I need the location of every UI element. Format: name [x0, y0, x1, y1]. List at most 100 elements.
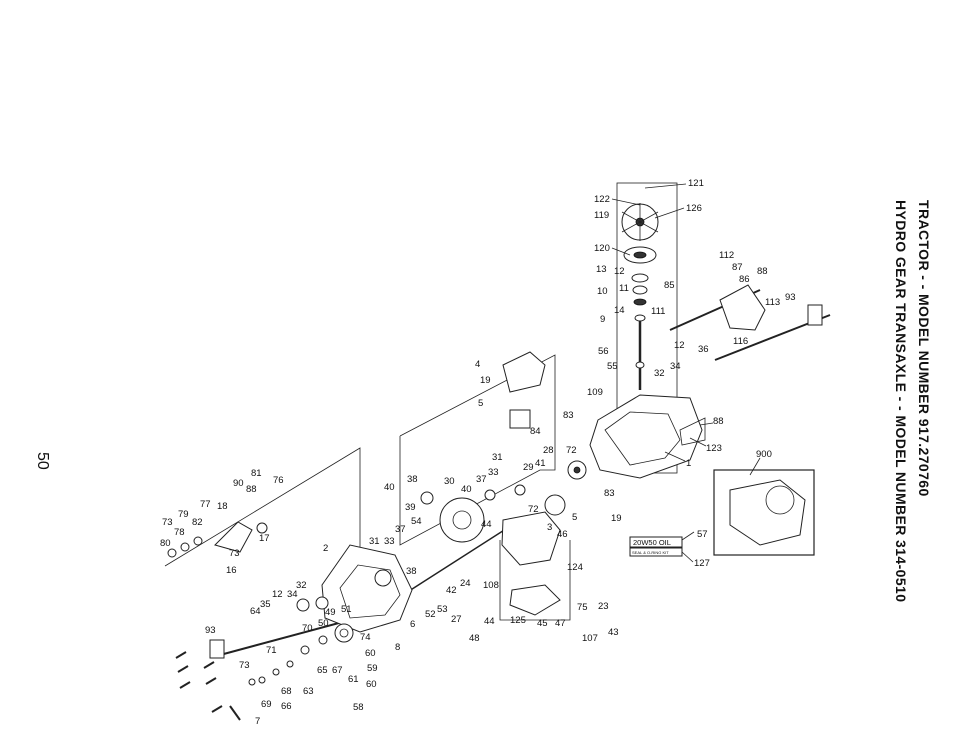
callout: 33 [384, 536, 395, 547]
callout: 16 [226, 565, 237, 576]
brake-arm [214, 521, 253, 553]
callout: 56 [598, 346, 609, 357]
callout: 49 [325, 607, 336, 618]
group-bracket-right [499, 540, 571, 621]
callout: 123 [706, 443, 722, 454]
callout: 6 [410, 619, 415, 630]
callout: 93 [785, 292, 796, 303]
title-line-1: TRACTOR - - MODEL NUMBER 917.270760 [916, 200, 932, 497]
callout: 111 [651, 306, 665, 317]
housing-left [321, 544, 413, 633]
callout: 1 [686, 458, 691, 469]
callout: 30 [444, 476, 455, 487]
callout: 57 [697, 529, 708, 540]
callout: 32 [654, 368, 665, 379]
callout: 108 [483, 580, 499, 591]
cover-plate [719, 284, 766, 331]
callout: 45 [537, 618, 548, 629]
callout: 47 [555, 618, 566, 629]
inset-box-900 [713, 469, 815, 556]
callout: 14 [614, 305, 625, 316]
callout: 29 [523, 462, 534, 473]
callout: 12 [272, 589, 283, 600]
callout: 81 [251, 468, 262, 479]
callout: 77 [200, 499, 211, 510]
callout: 67 [332, 665, 343, 676]
housing-right [589, 394, 703, 479]
callout: 7 [255, 716, 260, 727]
callout: 112 [719, 250, 734, 261]
callout: 13 [596, 264, 607, 275]
callout: 63 [303, 686, 314, 697]
callout: 76 [273, 475, 284, 486]
callout: 5 [478, 398, 483, 409]
callout: 72 [566, 445, 577, 456]
title-line-2: HYDRO GEAR TRANSAXLE - - MODEL NUMBER 31… [893, 200, 909, 603]
callout: 60 [365, 648, 376, 659]
washers-bottom [248, 635, 328, 686]
callout: 73 [162, 517, 173, 528]
callout: 88 [757, 266, 768, 277]
callout: 74 [360, 632, 371, 643]
bolts [175, 639, 241, 721]
callout: 39 [405, 502, 416, 513]
callout: 48 [469, 633, 480, 644]
callout: 19 [480, 375, 491, 386]
callout: 70 [302, 623, 313, 634]
callout: 27 [451, 614, 462, 625]
callout: 10 [597, 286, 608, 297]
callout: 38 [406, 566, 417, 577]
callout: 51 [341, 604, 352, 615]
callout: 93 [205, 625, 216, 636]
callout: 19 [611, 513, 622, 524]
callout: 78 [174, 527, 185, 538]
callout: 65 [317, 665, 328, 676]
callout: 88 [713, 416, 724, 427]
callout: 11 [619, 283, 629, 294]
callout: 121 [688, 178, 704, 189]
callout: 113 [765, 297, 780, 308]
callout: 124 [567, 562, 583, 573]
callout: 126 [686, 203, 702, 214]
callout: 87 [732, 262, 743, 273]
callout: 52 [425, 609, 436, 620]
callout: 43 [608, 627, 619, 638]
callout: 54 [411, 516, 422, 527]
bracket-123 [679, 417, 706, 446]
callout: 82 [192, 517, 203, 528]
callout: 35 [260, 599, 271, 610]
group-bracket-left [164, 447, 361, 567]
cooling-fan [621, 203, 659, 264]
callout: 50 [318, 618, 329, 629]
callout: 40 [461, 484, 472, 495]
block-4 [502, 351, 546, 393]
callout: 17 [259, 533, 270, 544]
callout: 36 [698, 344, 709, 355]
shaft-lower [219, 619, 351, 656]
callout: 12 [614, 266, 625, 277]
callout: 80 [160, 538, 171, 549]
callout: 4 [475, 359, 480, 370]
callout: 53 [437, 604, 448, 615]
callout: 18 [217, 501, 228, 512]
callout: 59 [367, 663, 378, 674]
oil-box [629, 536, 683, 548]
pump-stack [631, 273, 649, 369]
callout: 42 [446, 585, 457, 596]
callout: 83 [563, 410, 574, 421]
gear-30 [439, 497, 485, 543]
seal-kit-label: SEAL & O-RING KIT [632, 550, 669, 555]
callout: 28 [543, 445, 554, 456]
callout: 68 [281, 686, 292, 697]
callout: 122 [594, 194, 610, 205]
callout: 84 [530, 426, 541, 437]
callout: 41 [535, 458, 546, 469]
callout: 79 [178, 509, 189, 520]
callout: 9 [600, 314, 605, 325]
callout: 3 [547, 522, 552, 533]
callout: 31 [492, 452, 503, 463]
callout: 33 [488, 467, 499, 478]
callout: 83 [604, 488, 615, 499]
callout: 125 [510, 615, 526, 626]
callout: 55 [607, 361, 618, 372]
